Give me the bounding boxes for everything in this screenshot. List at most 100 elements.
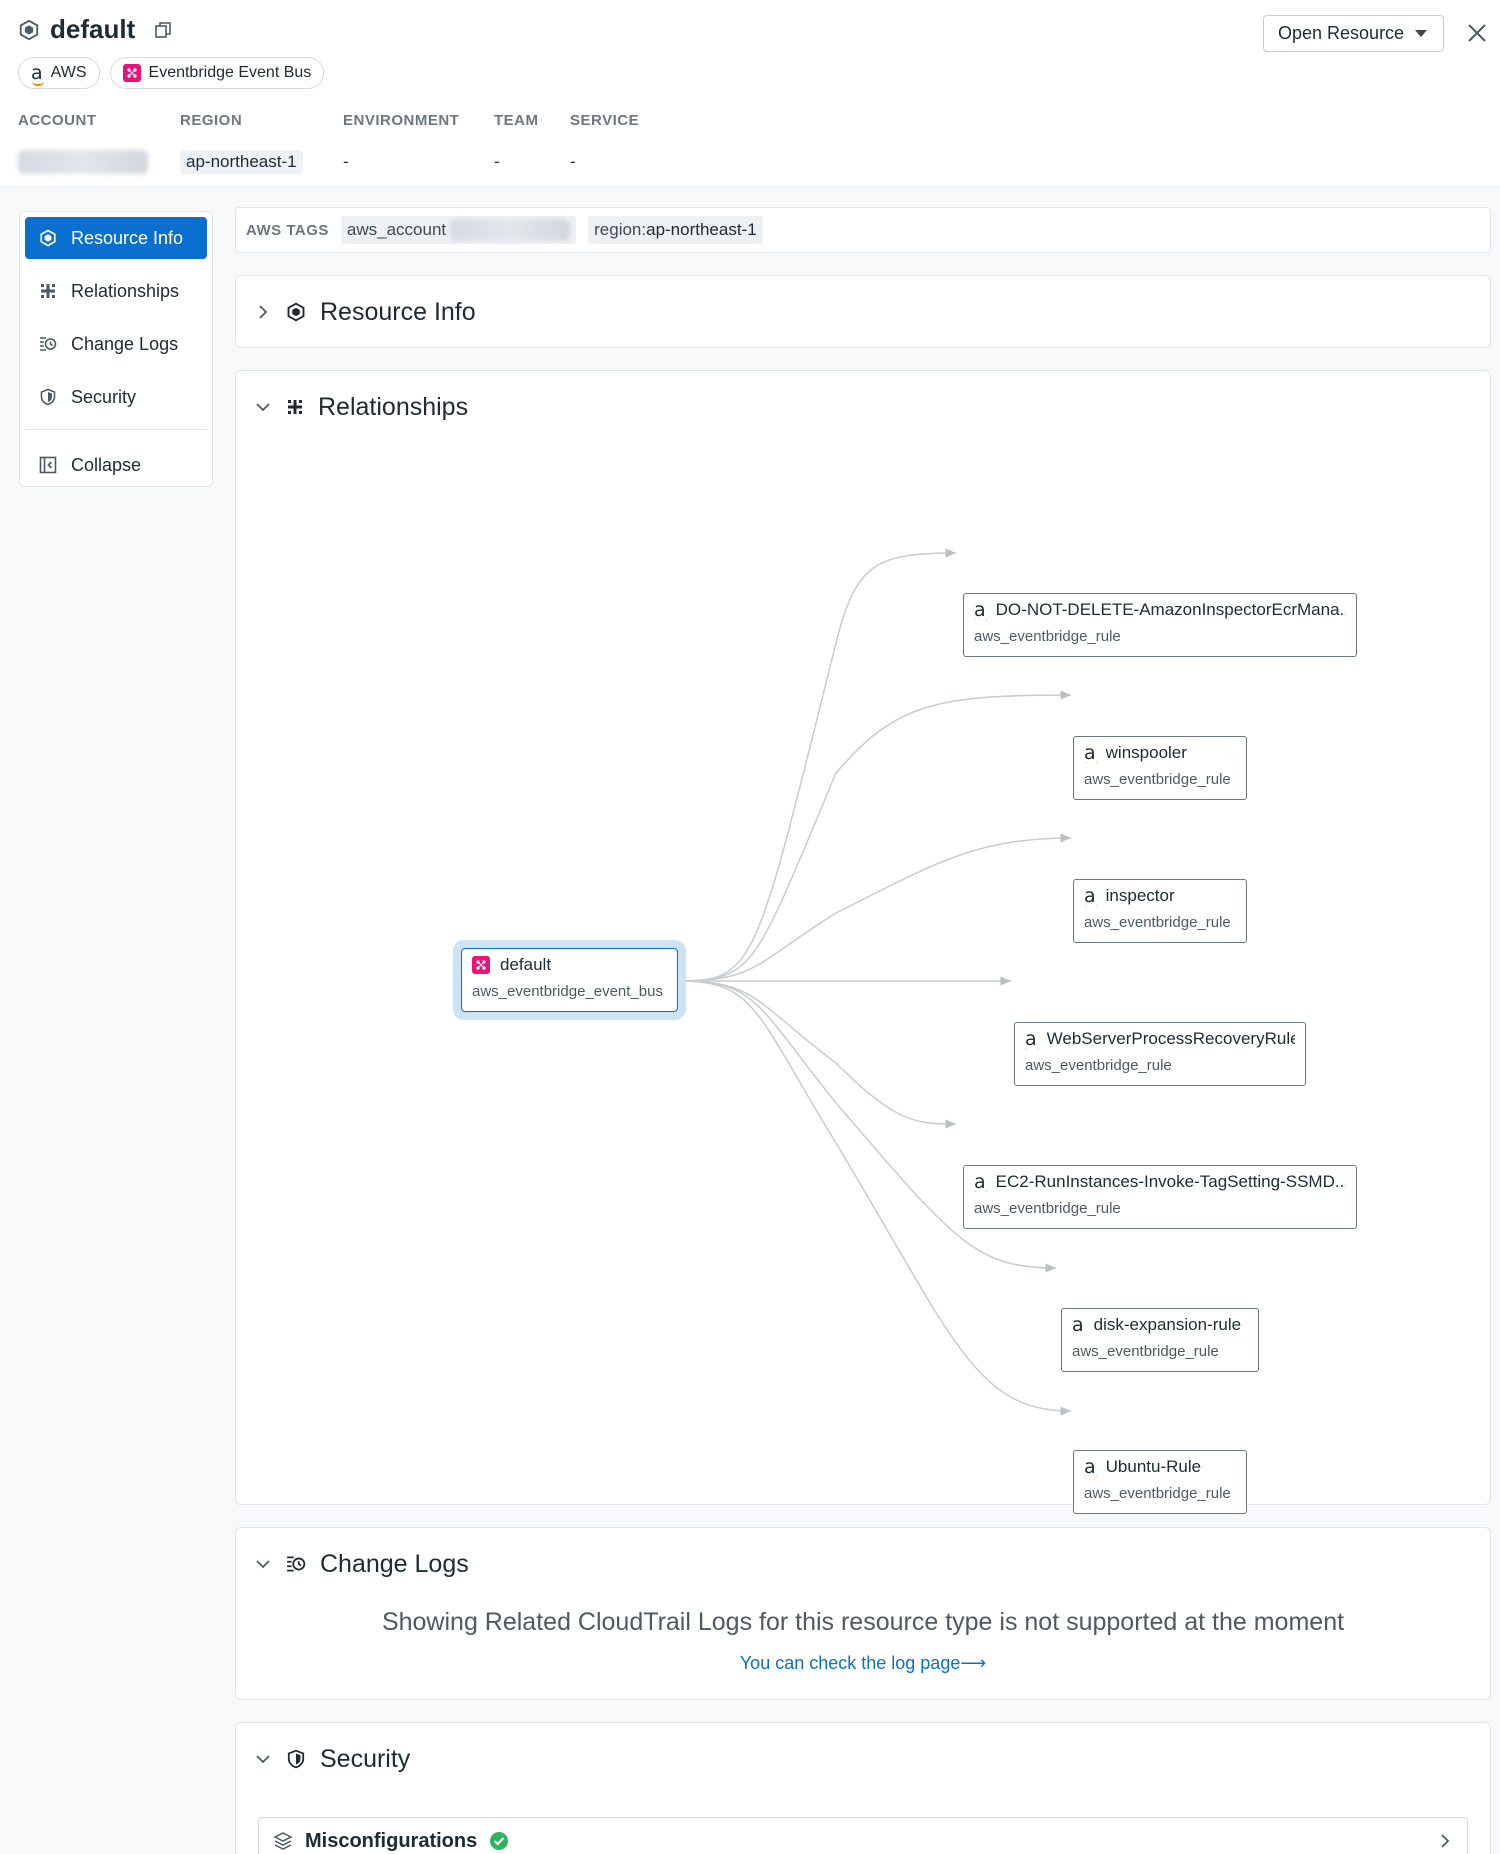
sidebar-item-relationships[interactable]: Relationships: [25, 270, 207, 312]
panel-change-logs: Change Logs Showing Related CloudTrail L…: [235, 1527, 1491, 1700]
panel-title: Resource Info: [320, 297, 476, 326]
tag-key: region:: [594, 220, 647, 239]
sidebar-item-label: Relationships: [71, 280, 180, 301]
tag-value: ap-northeast-1: [646, 220, 757, 239]
amazon-icon: a: [31, 61, 44, 86]
close-icon[interactable]: [1466, 22, 1488, 44]
title-row: default: [18, 14, 173, 45]
node-name: DO-NOT-DELETE-AmazonInspectorEcrMana...: [995, 600, 1346, 619]
account-value-redacted: [18, 150, 148, 174]
service-label: SERVICE: [570, 112, 640, 129]
change-logs-icon: [287, 1556, 306, 1572]
meta-region: REGION ap-northeast-1: [180, 112, 343, 176]
node-name: winspooler: [1105, 743, 1187, 762]
open-resource-button[interactable]: Open Resource: [1263, 15, 1444, 52]
panel-change-logs-header[interactable]: Change Logs: [236, 1528, 1490, 1600]
chip-aws[interactable]: a AWS: [18, 57, 100, 89]
sidebar-item-label: Security: [71, 386, 137, 407]
resource-hexagon-icon: [19, 19, 39, 40]
region-value[interactable]: ap-northeast-1: [180, 150, 303, 174]
meta-environment: ENVIRONMENT -: [343, 112, 494, 176]
account-label: ACCOUNT: [18, 112, 97, 129]
chip-eventbridge-label: Eventbridge Event Bus: [148, 64, 312, 81]
amazon-icon: a: [1072, 1315, 1084, 1335]
collapse-label: Collapse: [71, 454, 142, 475]
resource-hexagon-icon: [40, 229, 56, 247]
log-page-link[interactable]: You can check the log page⟶: [739, 1653, 987, 1673]
amazon-icon: a: [1084, 886, 1096, 906]
relationship-graph: default aws_eventbridge_event_bus a DO-NO…: [236, 443, 1490, 1514]
panel-security-header[interactable]: Security: [236, 1723, 1490, 1795]
relationships-icon: [288, 400, 302, 414]
tag-region[interactable]: region: ap-northeast-1: [588, 216, 763, 244]
relationships-icon: [41, 284, 55, 298]
sidebar-item-security[interactable]: Security: [25, 376, 207, 418]
check-circle-icon: [490, 1832, 509, 1850]
node-name: disk-expansion-rule: [1093, 1315, 1242, 1334]
copy-icon[interactable]: [153, 20, 173, 40]
node-type: aws_eventbridge_rule: [974, 1200, 1121, 1217]
graph-edges: [679, 548, 1072, 1416]
collapse-icon: [39, 456, 57, 474]
panel-relationships: Relationships: [235, 370, 1491, 1514]
team-label: TEAM: [494, 112, 539, 129]
resource-chips: a AWS Eventbridge Event Bus: [18, 57, 325, 89]
chip-aws-label: AWS: [50, 64, 87, 81]
sidebar-item-label: Change Logs: [71, 333, 179, 354]
graph-node-rule[interactable]: a EC2-RunInstances-Invoke-TagSetting-SSMD…: [963, 1165, 1357, 1229]
edge-to-inspector: [679, 833, 1072, 982]
edge-to-winspooler: [679, 690, 1072, 982]
page-title: default: [50, 14, 136, 44]
panel-title: Security: [320, 1744, 411, 1773]
sidebar-item-resource-info[interactable]: Resource Info: [25, 217, 207, 259]
misconfigurations-card[interactable]: Misconfigurations: [258, 1817, 1468, 1854]
section-nav: Resource Info Relationships Change Logs …: [19, 211, 213, 487]
region-label: REGION: [180, 112, 243, 129]
shield-icon: [287, 1749, 305, 1769]
main-content: AWS TAGS aws_account region: ap-northeas…: [235, 207, 1491, 1854]
node-name: default: [500, 955, 552, 974]
misconfigurations-label: Misconfigurations: [305, 1829, 478, 1852]
collapse-button[interactable]: Collapse: [25, 444, 207, 486]
panel-security: Security Misconfigurations: [235, 1722, 1491, 1854]
open-resource-label: Open Resource: [1278, 23, 1405, 43]
panel-relationships-header[interactable]: Relationships: [236, 371, 1490, 443]
node-type: aws_eventbridge_rule: [1084, 914, 1231, 931]
amazon-icon: a: [1084, 1457, 1096, 1477]
change-logs-message: Showing Related CloudTrail Logs for this…: [381, 1608, 1345, 1636]
aws-tags-bar: AWS TAGS aws_account region: ap-northeas…: [235, 207, 1491, 253]
chevron-down-icon: [256, 1755, 270, 1764]
edge-to-ec2-runinstances: [679, 980, 957, 1129]
node-name: EC2-RunInstances-Invoke-TagSetting-SSMD.…: [995, 1172, 1346, 1191]
node-name: Ubuntu-Rule: [1105, 1457, 1202, 1476]
meta-service: SERVICE -: [570, 112, 670, 176]
sidebar-item-change-logs[interactable]: Change Logs: [25, 323, 207, 365]
chevron-right-icon: [259, 305, 268, 319]
panel-resource-info: Resource Info: [235, 275, 1491, 348]
graph-node-rule[interactable]: a DO-NOT-DELETE-AmazonInspectorEcrMana...…: [963, 593, 1357, 657]
graph-node-root[interactable]: default aws_eventbridge_event_bus: [461, 948, 678, 1012]
amazon-icon: a: [1025, 1029, 1037, 1049]
graph-node-rule[interactable]: a Ubuntu-Rule aws_eventbridge_rule: [1073, 1450, 1247, 1514]
node-name: inspector: [1105, 886, 1175, 905]
amazon-icon: a: [974, 1172, 986, 1192]
node-type: aws_eventbridge_rule: [1084, 1485, 1231, 1502]
panel-resource-info-header[interactable]: Resource Info: [236, 276, 1490, 348]
tag-aws-account[interactable]: aws_account: [340, 216, 577, 244]
sidebar-item-label: Resource Info: [71, 227, 184, 248]
node-type: aws_eventbridge_rule: [974, 628, 1121, 645]
amazon-icon: a: [974, 600, 986, 620]
chevron-right-icon: [1441, 1834, 1450, 1848]
resource-body: Resource Info Relationships Change Logs …: [0, 185, 1500, 1854]
chip-eventbridge[interactable]: Eventbridge Event Bus: [109, 57, 325, 89]
service-value: -: [570, 152, 576, 171]
panel-title: Relationships: [318, 392, 469, 421]
eventbridge-icon: [122, 64, 141, 82]
layers-icon: [273, 1832, 293, 1850]
edge-to-disk-expansion: [679, 980, 1057, 1273]
eventbridge-icon: [472, 956, 490, 974]
graph-node-rule[interactable]: a inspector aws_eventbridge_rule: [1073, 879, 1247, 943]
